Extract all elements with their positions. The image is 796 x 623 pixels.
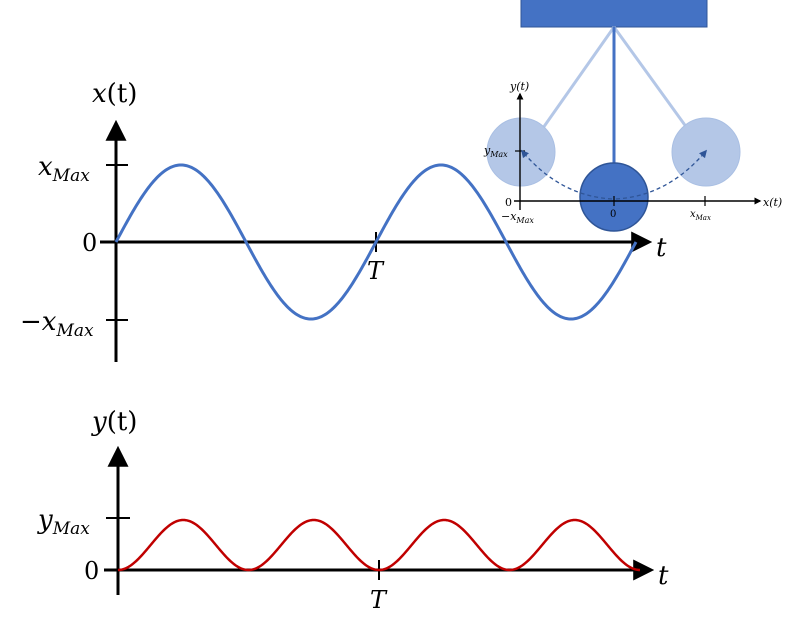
inset-y-axis-label: y(t) — [509, 80, 529, 93]
inset-center-label: 0 — [610, 209, 616, 220]
top-tick-min-label: −xMax — [20, 307, 94, 341]
string-left — [541, 26, 616, 129]
bottom-y-axis-label: y(t) — [91, 407, 137, 437]
x-curve — [114, 163, 638, 321]
top-tick-zero-label: 0 — [82, 229, 97, 257]
inset-origin-label: 0 — [505, 196, 512, 209]
top-y-axis-label: x(t) — [92, 79, 137, 109]
bottom-plot: y(t) yMax 0 t T — [37, 407, 669, 614]
inset-x-axis-label: x(t) — [763, 196, 782, 209]
swing-arc-left — [520, 149, 613, 200]
bob-right-ghost — [671, 117, 741, 187]
pendulum-inset: y(t) yMax 0 −xMax 0 xMax x(t) — [483, 0, 782, 232]
inset-xmax-label: xMax — [690, 209, 711, 222]
inset-ymax-label: yMax — [483, 144, 508, 159]
y-curve — [117, 518, 641, 572]
top-tick-max-label: xMax — [38, 152, 90, 186]
swing-arc-right — [615, 149, 708, 200]
bottom-tick-max-label: yMax — [37, 505, 90, 539]
bottom-x-axis-label: t — [658, 561, 669, 591]
inset-xmin-label: −xMax — [501, 210, 534, 225]
bottom-period-label: T — [370, 586, 388, 614]
string-right — [612, 26, 689, 129]
top-plot: x(t) xMax 0 −xMax t T — [20, 79, 667, 362]
pendulum-support — [520, 0, 708, 28]
bottom-tick-zero-label: 0 — [84, 557, 99, 585]
top-x-axis-label: t — [656, 233, 667, 263]
top-period-label: T — [367, 257, 385, 285]
